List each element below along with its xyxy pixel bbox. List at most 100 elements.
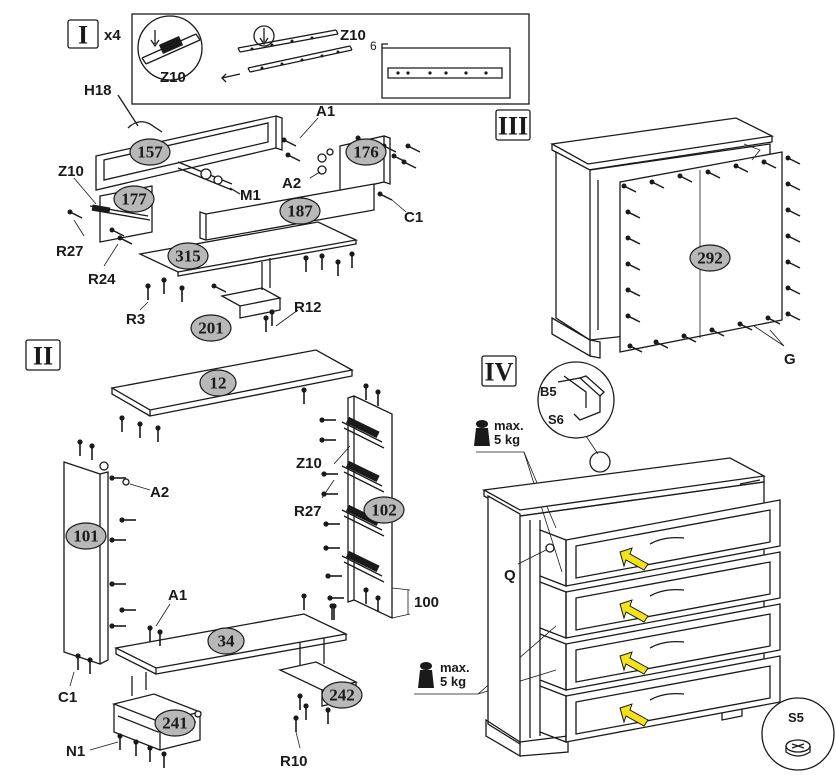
q-leader (517, 549, 547, 565)
badge-101: 101 (65, 522, 107, 550)
hw-n1: N1 (66, 743, 85, 760)
screws-r3 (139, 250, 356, 311)
detail-dimension: 6 (370, 39, 377, 53)
drawer-2 (539, 551, 781, 639)
slide-rail-zoom (141, 30, 201, 65)
h18-leader (117, 94, 139, 127)
hw-a2-mid: A2 (150, 484, 169, 501)
weight-bottom-line1: max. (440, 660, 470, 675)
svg-text:292: 292 (697, 249, 723, 268)
screw-c1-top (376, 190, 393, 201)
push-arrows (619, 547, 649, 727)
step-1-multiplier: x4 (104, 27, 121, 44)
zoom-leader (585, 435, 599, 455)
hw-s6: S6 (548, 412, 564, 427)
weight-icon-top (474, 420, 490, 446)
support-201 (210, 258, 299, 333)
foot-glide-s5 (785, 739, 811, 757)
step-3-section: III (495, 109, 801, 368)
z10-top-leader (73, 177, 97, 205)
badge-157: 157 (129, 138, 171, 166)
s5-zoom-circle (761, 697, 835, 771)
cams-a2-top (309, 148, 334, 179)
hw-a1-top: A1 (316, 103, 335, 120)
hw-q: Q (504, 567, 516, 584)
drawer-4 (539, 655, 781, 743)
dowels-bottom (146, 592, 338, 647)
hw-z10-mid: Z10 (296, 455, 322, 472)
svg-text:12: 12 (210, 374, 227, 393)
badge-315: 315 (167, 242, 209, 270)
hw-c1-mid: C1 (58, 689, 77, 706)
badge-241: 241 (154, 709, 196, 737)
badge-242: 242 (321, 681, 363, 709)
back-panel-157 (95, 115, 283, 191)
svg-text:177: 177 (121, 190, 147, 209)
screws-a1-top (280, 117, 319, 162)
badge-34: 34 (207, 627, 245, 655)
hw-g: G (784, 351, 796, 368)
hw-r10: R10 (280, 753, 308, 770)
detail-z10-label-a: Z10 (160, 69, 186, 86)
weight-bottom-leader (414, 625, 557, 695)
badge-102: 102 (363, 496, 405, 524)
screw-down-arrow (259, 28, 269, 46)
hw-r27-top: R27 (56, 243, 84, 260)
step-4-section: IV B5 S6 max. 5 kg max. 5 kg (414, 355, 835, 771)
rod-m1 (177, 161, 241, 195)
svg-text:315: 315 (175, 247, 201, 266)
step-3-number: III (498, 112, 528, 141)
svg-text:157: 157 (137, 143, 163, 162)
step-2-section: II (25, 339, 439, 770)
zoom-target-circle (589, 451, 611, 473)
svg-text:176: 176 (353, 143, 379, 162)
left-side-101 (63, 461, 109, 665)
weight-top-line2: 5 kg (494, 432, 520, 447)
weight-bottom-line2: 5 kg (440, 674, 466, 689)
hw-r3: R3 (126, 311, 145, 328)
svg-text:102: 102 (371, 501, 397, 520)
step-1-number: I (78, 21, 88, 50)
svg-text:242: 242 (329, 686, 355, 705)
weight-top-leader-2 (523, 451, 563, 573)
hw-h18: H18 (84, 82, 112, 99)
dresser-assembled (481, 457, 767, 758)
screws-r27-r24 (66, 208, 133, 267)
svg-text:201: 201 (198, 319, 224, 338)
bracket-zoom-circle (537, 361, 615, 439)
slide-detail-box (131, 13, 530, 105)
detail-z10-label-b: Z10 (340, 27, 366, 44)
screws-101 (69, 438, 151, 687)
handle-h18-shape (127, 121, 163, 133)
step-1-box (67, 19, 99, 49)
badge-176: 176 (345, 138, 387, 166)
badge-292: 292 (689, 244, 731, 272)
step-2-box (25, 339, 61, 371)
drawer-1 (539, 499, 781, 587)
svg-text:187: 187 (287, 202, 313, 221)
slide-direction-arrow (221, 73, 241, 83)
hw-b5: B5 (540, 384, 557, 399)
slide-rail-parts (237, 29, 353, 73)
nails-g (620, 154, 801, 353)
hw-a2-top: A2 (282, 175, 301, 192)
hw-m1: M1 (240, 187, 261, 204)
drawer-side-detail: 6 (370, 39, 511, 99)
hw-s5: S5 (788, 710, 804, 725)
rails-z10-mid (341, 416, 385, 583)
screws-102 (318, 382, 382, 621)
hw-a1-mid: A1 (168, 587, 187, 604)
hw-r24: R24 (88, 271, 116, 288)
step-4-box (481, 355, 517, 387)
hw-r12: R12 (294, 299, 322, 316)
weight-icon-bottom (418, 662, 434, 688)
step-2-number: II (33, 342, 53, 371)
svg-text:34: 34 (218, 632, 236, 651)
svg-text:241: 241 (162, 714, 188, 733)
svg-text:101: 101 (73, 527, 99, 546)
weight-top-line1: max. (494, 418, 524, 433)
part-badges: 157 176 177 187 315 201 12 101 102 34 24… (65, 138, 731, 737)
hw-z10-top: Z10 (58, 163, 84, 180)
badge-187: 187 (279, 197, 321, 225)
